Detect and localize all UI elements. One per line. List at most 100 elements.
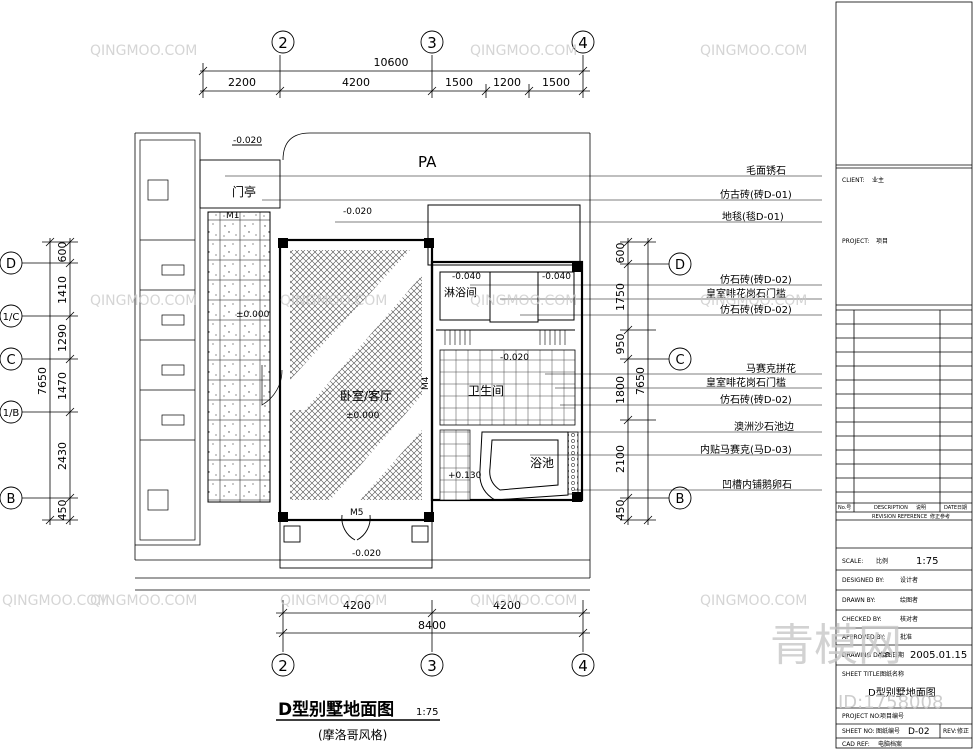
pool [479,431,569,501]
grid-right-d: D [675,258,685,273]
dim-right-total: 7650 [634,367,647,395]
left-terrace [139,139,196,541]
dim-right-labels: 600 1750 950 1800 2100 450 7650 [614,243,647,521]
callout-6: 仿石砖(砖D-02) [720,303,792,316]
dim-left-1: 600 [56,242,69,263]
title-block [835,1,973,749]
dim-top-3: 1500 [445,76,473,89]
tb-scale-cn: 比例 [876,557,888,565]
tb-project-label: PROJECT: [842,238,869,245]
dim-right-5: 2100 [614,445,627,473]
grid-right-c: C [675,353,684,368]
tb-rev-ref: REVISION REFERENCE [872,514,927,520]
grid-top-3: 3 [427,34,437,52]
tb-drawn-value: 绘图者 [900,596,918,604]
tb-scale-value: 1:75 [916,556,938,567]
grid-left-1c: 1/C [3,312,20,323]
dim-top-labels: 2200 4200 1500 1200 1500 [228,76,570,89]
dim-left-total: 7650 [36,367,49,395]
dim-top-2: 4200 [342,76,370,89]
callout-9: 仿石砖(砖D-02) [720,393,792,406]
callout-10: 澳洲沙石池边 [734,420,794,433]
watermark-7: QINGMOO.COM [700,293,807,309]
tb-scale-label: SCALE: [842,558,863,565]
dim-top-total: 10600 [374,56,409,69]
tb-sheet-title-value: D型别墅地面图 [868,686,936,699]
watermark-1: QINGMOO.COM [90,43,197,59]
watermark-12: QINGMOO.COM [2,593,109,609]
dim-right-6: 450 [614,500,627,521]
callout-2: 仿古砖(砖D-01) [720,188,792,201]
room-gate: 门亭 [232,184,256,199]
level-bedroom: ±0.000 [346,411,380,421]
grid-left-1b: 1/B [3,408,20,419]
watermark-id: ID:1758008 [838,692,943,713]
tb-cad-ref-value: 电脑档案 [878,740,902,748]
level-pool: +0.130 [448,471,482,481]
pool-pebble-groove [567,431,579,495]
dim-bottom-total: 8400 [418,619,446,632]
door-m5: M5 [350,508,364,518]
pa-label: PA [418,153,437,171]
callout-7: 马赛克拼花 [746,362,796,375]
callout-12: 凹槽内铺鹅卵石 [722,478,792,491]
entry-corridor-tiles [207,211,271,503]
watermarks: QINGMOO.COM QINGMOO.COM QINGMOO.COM QING… [2,43,807,609]
grid-right-b: B [676,492,685,507]
bathroom-walls [427,204,581,331]
watermark-9: QINGMOO.COM [280,593,387,609]
grid-left-b: B [7,492,16,507]
callout-11: 内贴马赛克(马D-03) [700,443,792,456]
entry-porch [279,514,433,569]
watermark-5: QINGMOO.COM [280,293,387,309]
door-m1: M1 [226,211,240,221]
top-dimensions [198,55,590,98]
bathroom-mosaic [439,349,576,426]
grid-bottom-3: 3 [427,657,437,675]
dim-right-1: 600 [614,243,627,264]
dim-right-3: 950 [614,334,627,355]
grid-left-d: D [6,257,16,272]
drawing-title: D型别墅地面图 [278,699,394,720]
tb-designed-value: 设计者 [900,576,918,584]
bathroom-vents [444,330,566,345]
grid-left-c: C [6,353,15,368]
tb-checked-value: 核对者 [900,615,918,623]
tb-project-value: 项目 [876,238,888,245]
grid-bottom-2: 2 [278,657,288,675]
tb-rev-col-no: No.号 [838,505,851,511]
level-entry: ±0.000 [236,310,270,320]
watermark-10: QINGMOO.COM [470,593,577,609]
watermark-6: QINGMOO.COM [470,293,577,309]
dim-bottom-2: 4200 [493,599,521,612]
bedroom-diagonal-bands [290,250,422,500]
dim-left-labels: 600 1410 1290 1470 2430 450 7650 [36,242,69,521]
tb-rev-col-desc: DESCRIPTION [874,505,908,511]
pool-steps [439,429,471,501]
dim-left-5: 2430 [56,442,69,470]
tb-approved-value: 批准 [900,633,912,641]
site-outline [134,132,591,591]
tb-approved-label: APPROVED BY: [842,634,885,641]
tb-rev-col-date: DATE日期 [944,505,967,511]
callout-8: 皇室啡花岗石门槛 [706,376,786,389]
watermark-2: QINGMOO.COM [470,43,577,59]
dim-right-4: 1800 [614,376,627,404]
tb-rev-label: REV: [943,728,957,735]
drawing-title-scale: 1:75 [416,707,438,718]
watermark-3: QINGMOO.COM [700,43,807,59]
watermark-4: QINGMOO.COM [90,293,197,309]
dim-left-3: 1290 [56,324,69,352]
dim-top-4: 1200 [493,76,521,89]
tb-rev-col-desc-cn: 说明 [916,504,926,511]
grid-top-2: 2 [278,34,288,52]
tb-client-label: CLIENT: [842,177,865,184]
watermark-11: QINGMOO.COM [700,593,807,609]
dim-left-6: 450 [56,500,69,521]
level-bathroom: -0.020 [500,353,529,363]
door-swing-left [261,365,283,406]
tb-drawn-label: DRAWN BY: [842,597,875,604]
dim-top-5: 1500 [542,76,570,89]
callout-labels: 毛面锈石 仿古砖(砖D-01) 地毯(毯D-01) 仿石砖(砖D-02) 皇室啡… [700,164,796,491]
